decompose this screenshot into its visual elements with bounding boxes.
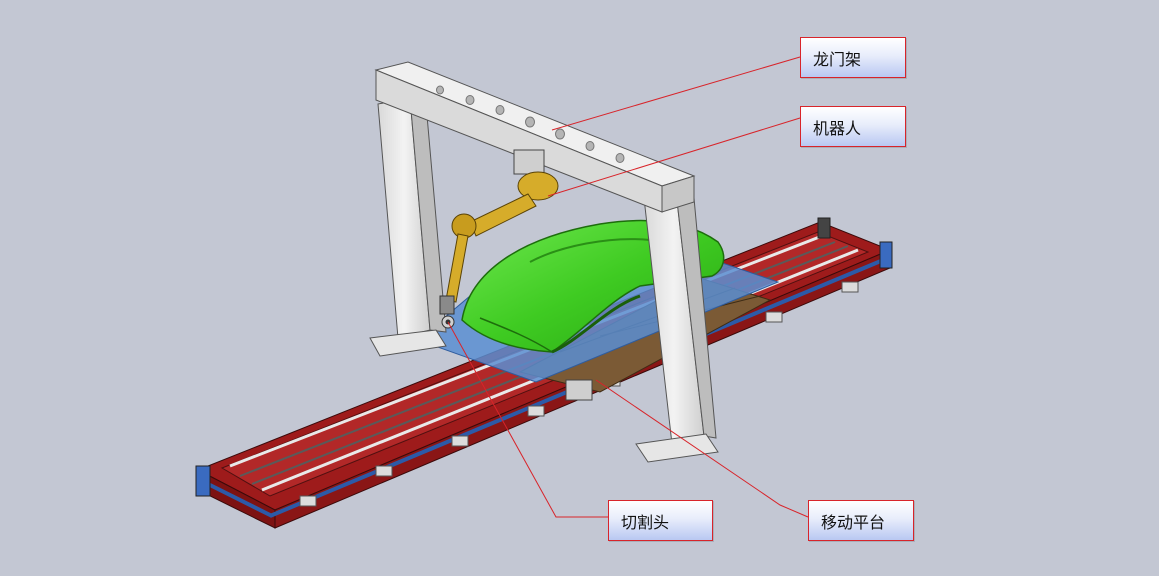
- robot: [439, 149, 559, 315]
- leader-line-robot: [547, 117, 801, 197]
- leader-line-moving-platform: [595, 379, 809, 518]
- callout-moving-platform-label: 移动平台: [821, 512, 886, 532]
- callout-moving-platform: 移动平台: [808, 500, 914, 541]
- callout-gantry-label: 龙门架: [813, 49, 862, 69]
- callout-gantry: 龙门架: [800, 37, 906, 78]
- gantry: [369, 61, 719, 463]
- callout-cutting-head: 切割头: [608, 500, 713, 541]
- leader-line-cutting-head: [447, 321, 608, 518]
- leader-line-gantry: [551, 56, 801, 131]
- leader-lines: [447, 56, 809, 518]
- callout-robot: 机器人: [800, 106, 906, 147]
- callout-robot-label: 机器人: [813, 118, 862, 138]
- callout-cutting-head-label: 切割头: [621, 512, 670, 532]
